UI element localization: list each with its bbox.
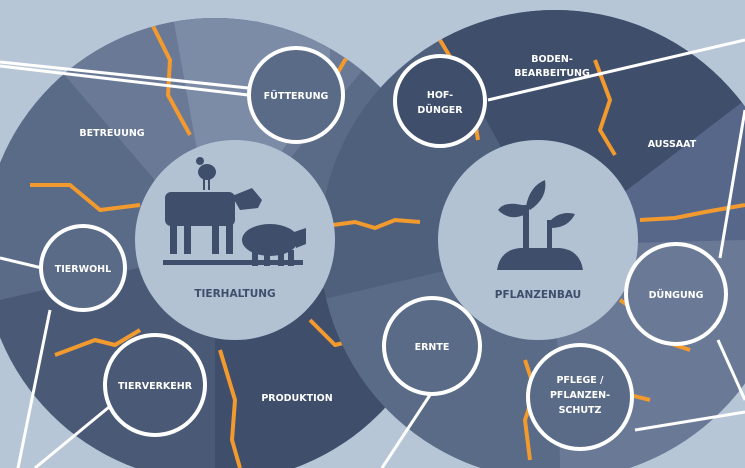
bubble-fuetterung: FÜTTERUNG [247, 46, 345, 144]
bubble-tierverkehr: TIERVERKEHR [103, 333, 207, 437]
bubble-label-pflege-line1: PFLEGE / [556, 375, 604, 386]
bubble-pflege: PFLEGE / PFLANZEN- SCHUTZ [526, 343, 634, 451]
overlap-boundary [332, 217, 421, 231]
segment-label-boden-line2: BEARBEITUNG [514, 68, 590, 79]
bubble-label-fuetterung: FÜTTERUNG [264, 91, 329, 102]
bubble-label-tierverkehr: TIERVERKEHR [118, 381, 193, 392]
bubble-label-tierwohl: TIERWOHL [55, 264, 111, 275]
bubble-label-pflege-line2: PFLANZEN- [550, 390, 610, 401]
livestock-icon [163, 157, 306, 266]
bubble-tierwohl: TIERWOHL [39, 224, 127, 312]
bubble-label-pflege-line3: SCHUTZ [559, 405, 602, 416]
tierhaltung-center [135, 140, 335, 340]
bubble-hofduenger: HOF- DÜNGER [393, 54, 487, 148]
right-segment-bodenbearbeitung-area [420, 10, 745, 245]
plant-icon [497, 180, 583, 270]
connector-lines [0, 38, 745, 468]
pflanzenbau-center [438, 140, 638, 340]
segment-label-aussaat: AUSSAAT [648, 139, 697, 150]
bubble-label-hof-line1: HOF- [427, 90, 453, 101]
bubble-label-duengung: DÜNGUNG [649, 290, 704, 301]
bubble-label-ernte: ERNTE [415, 342, 450, 353]
tierhaltung-label: TIERHALTUNG [194, 288, 275, 300]
segment-label-betreuung: BETREUUNG [79, 128, 144, 139]
bubble-duengung: DÜNGUNG [624, 242, 728, 346]
bubble-ernte: ERNTE [382, 296, 482, 396]
segment-label-produktion: PRODUKTION [261, 393, 332, 404]
bubble-label-hof-line2: DÜNGER [417, 105, 463, 116]
pflanzenbau-label: PFLANZENBAU [495, 289, 581, 301]
segment-label-boden-line1: BODEN- [531, 54, 573, 65]
